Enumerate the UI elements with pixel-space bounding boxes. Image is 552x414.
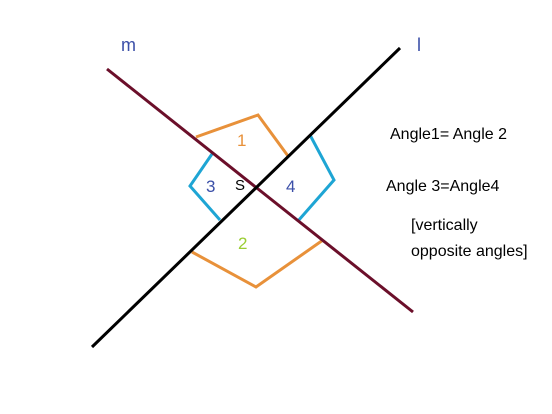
note-opposite-angles: opposite angles] (411, 243, 528, 260)
line-m (106, 67, 414, 314)
line-l (90, 46, 402, 349)
line-m-label: m (121, 35, 136, 55)
angle-2-mark (191, 238, 324, 289)
note-angle-3-4: Angle 3=Angle4 (386, 178, 500, 195)
angle-3-mark (188, 153, 222, 221)
angle-1-label: 1 (237, 131, 246, 150)
angle-3-label: 3 (206, 177, 215, 196)
angle-2-label: 2 (238, 234, 247, 253)
angle-1-mark (195, 113, 290, 157)
note-angle-1-2: Angle1= Angle 2 (390, 126, 507, 143)
angle-4-label: 4 (286, 177, 295, 196)
note-vertically: [vertically (411, 217, 478, 234)
angle-4-mark (296, 134, 336, 222)
line-l-label: l (417, 35, 421, 55)
intersection-label: S (235, 177, 245, 194)
